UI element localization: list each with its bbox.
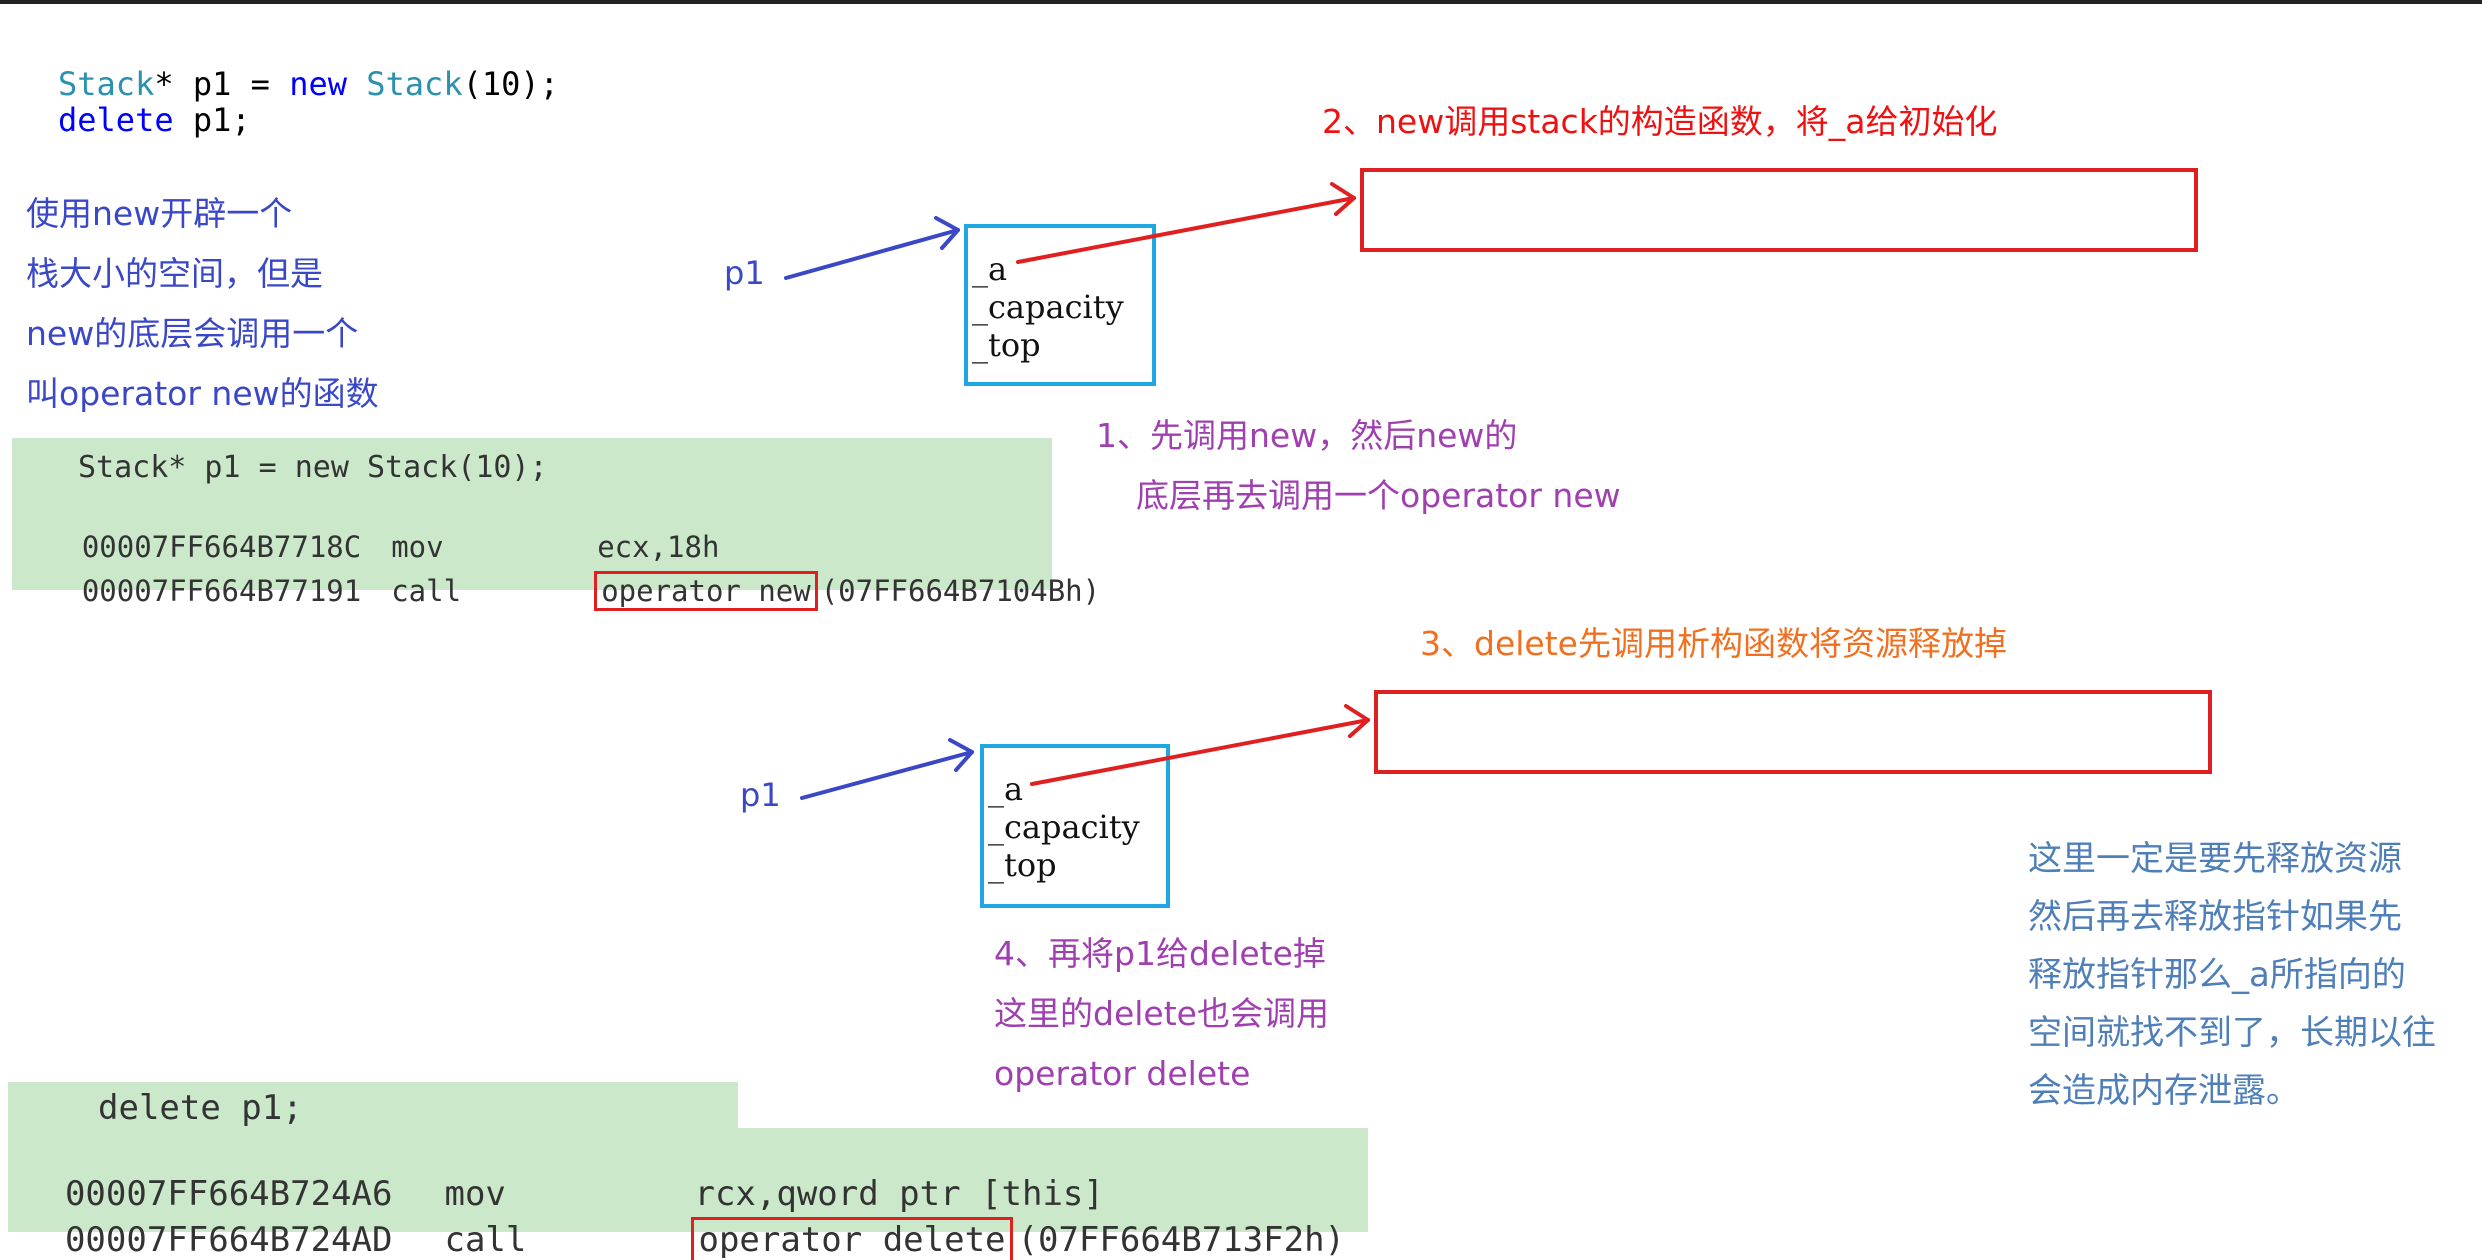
code-keyword-delete: delete [58, 101, 174, 139]
disassembly-row: 00007FF664B724AD call operator delete(07FF… [24, 1180, 1345, 1260]
field-a: _a [972, 250, 1008, 288]
pointer-label-p1: p1 [724, 254, 765, 292]
asm-op: mov [391, 530, 444, 564]
asm-address: 00007FF664B77191 [81, 574, 362, 608]
asm-op: call [444, 1220, 527, 1260]
p1-arrow [784, 216, 960, 280]
p1-arrow [800, 738, 974, 800]
asm-address: 00007FF664B724A6 [64, 1174, 393, 1214]
note-release-order: 这里一定是要先释放资源 然后再去释放指针如果先 释放指针那么_a所指向的 空间就… [2028, 839, 2436, 1111]
note-step-1: 1、先调用new，然后new的 底层再去调用一个operator new [1096, 416, 1621, 515]
asm-address: 00007FF664B7718C [81, 530, 362, 564]
field-top: _top [972, 326, 1041, 364]
code-type: Stack [366, 65, 463, 103]
disassembly-row: 00007FF664B724A6 mov rcx,qword ptr [this] [24, 1134, 1104, 1214]
note-step-3: 3、delete先调用析构函数将资源释放掉 [1420, 624, 2007, 663]
asm-operand: rcx,qword ptr [this] [694, 1174, 1104, 1214]
asm-op: call [391, 574, 462, 608]
code-text: (10); [462, 65, 559, 103]
field-capacity: _capacity [988, 808, 1140, 846]
asm-address: 00007FF664B724AD [64, 1220, 393, 1260]
disassembly-row: 00007FF664B77191 call operator new(07FF664… [12, 540, 1100, 642]
disassembly-new-panel: Stack* p1 = new Stack(10); 00007FF664B77… [12, 438, 1100, 611]
stack-object-box: _a _capacity _top [980, 744, 1170, 908]
note-operator-new: 使用new开辟一个 栈大小的空间，但是 new的底层会调用一个 叫operato… [26, 194, 379, 413]
disassembly-delete-panel [8, 1128, 1368, 1232]
field-capacity: _capacity [972, 288, 1124, 326]
note-step-4: 4、再将p1给delete掉 这里的delete也会调用 operator de… [994, 934, 1329, 1093]
asm-target: (07FF664B7104Bh) [820, 574, 1101, 608]
asm-op: mov [444, 1174, 506, 1214]
code-text: p1; [173, 101, 251, 139]
operator-new-highlight: operator new [594, 571, 818, 611]
code-line-2: delete p1; [58, 102, 251, 138]
pointer-label-p1: p1 [740, 776, 781, 814]
stack-object-box: _a _capacity _top [964, 224, 1156, 386]
field-top: _top [988, 846, 1057, 884]
code-line-1: Stack* p1 = new Stack(10); [58, 66, 559, 102]
disassembly-source-line: delete p1; [98, 1088, 303, 1128]
code-type: Stack [58, 65, 155, 103]
disassembly-delete-source-panel [8, 1082, 738, 1132]
note-step-2: 2、new调用stack的构造函数，将_a给初始化 [1322, 102, 1998, 141]
code-text: * p1 = [154, 65, 290, 103]
code-keyword-new: new [289, 65, 347, 103]
allocated-array-box [1374, 690, 2212, 774]
field-a: _a [988, 770, 1024, 808]
asm-target: (07FF664B713F2h) [1017, 1220, 1346, 1260]
disassembly-row: 00007FF664B7718C mov ecx,18h [12, 496, 720, 598]
disassembly-source-line: Stack* p1 = new Stack(10); [78, 450, 548, 485]
allocated-array-box [1360, 168, 2198, 252]
operator-delete-highlight: operator delete [691, 1217, 1013, 1260]
top-border [0, 0, 2482, 4]
asm-operand: ecx,18h [597, 530, 720, 564]
